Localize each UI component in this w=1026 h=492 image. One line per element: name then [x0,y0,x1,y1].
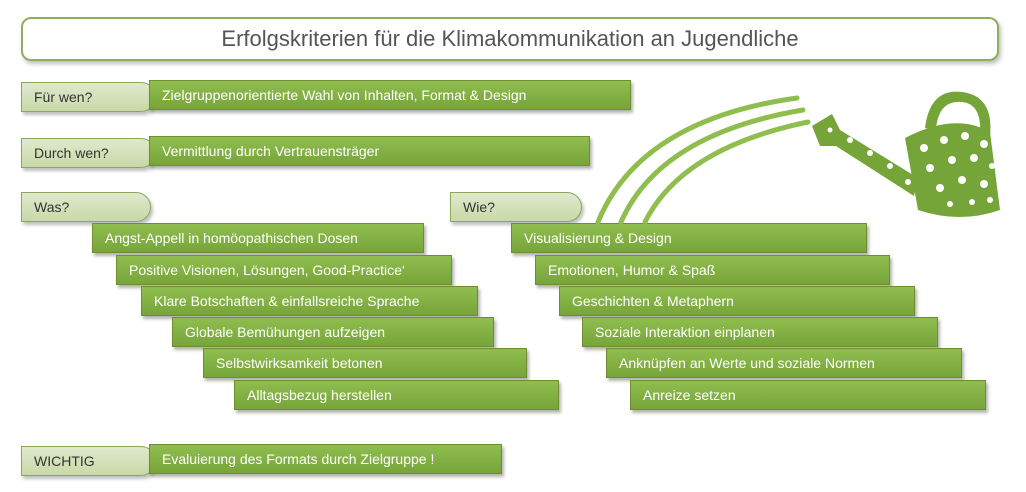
label-was: Was? [21,192,151,222]
label-fuer-wen: Für wen? [21,82,156,112]
wie-item: Anknüpfen an Werte und soziale Normen [606,348,962,378]
was-item: Positive Visionen, Lösungen, Good-Practi… [116,255,452,285]
label-wichtig: WICHTIG [21,446,156,476]
was-item: Selbstwirksamkeit betonen [203,348,527,378]
wie-item: Visualisierung & Design [511,223,867,253]
wie-item: Geschichten & Metaphern [559,286,915,316]
wie-item: Emotionen, Humor & Spaß [535,255,890,285]
was-item: Alltagsbezug herstellen [234,380,559,410]
wie-item: Soziale Interaktion einplanen [582,317,938,347]
bar-wichtig: Evaluierung des Formats durch Zielgruppe… [149,444,502,474]
page-title: Erfolgskriterien für die Klimakommunikat… [21,17,999,61]
wie-item: Anreize setzen [630,380,986,410]
bar-fuer-wen: Zielgruppenorientierte Wahl von Inhalten… [149,80,631,110]
was-item: Globale Bemühungen aufzeigen [172,317,494,347]
bar-durch-wen: Vermittlung durch Vertrauensträger [149,136,590,166]
was-item: Klare Botschaften & einfallsreiche Sprac… [141,286,478,316]
was-item: Angst-Appell in homöopathischen Dosen [92,223,424,253]
label-wie: Wie? [450,192,582,222]
